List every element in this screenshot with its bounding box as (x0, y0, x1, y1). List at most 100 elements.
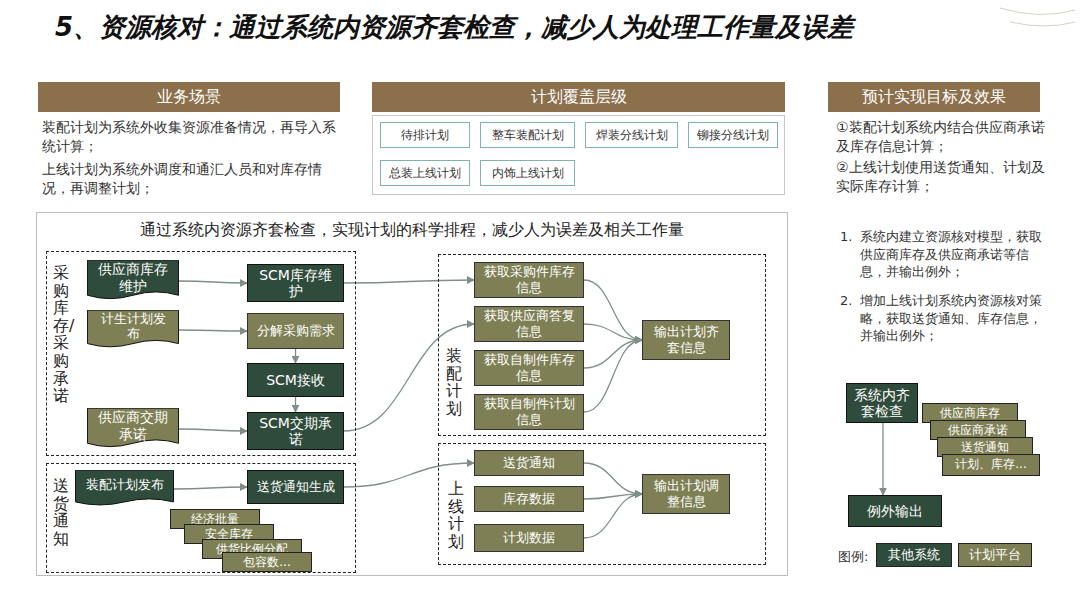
note-text: ①装配计划系统内结合供应商承诺及库存信息计算； (836, 118, 1046, 156)
legend-swatch: 计划平台 (958, 543, 1032, 567)
box-text: 供应商库存维护 (95, 261, 171, 293)
platform-box: 库存数据 (474, 486, 584, 512)
plan-level-box: 总装上线计划 (380, 160, 470, 186)
document-box: 装配计划发布 (75, 470, 174, 508)
document-box: 供应商库存维护 (87, 260, 179, 302)
box-text: 业务场景 (157, 87, 221, 106)
flow-arrow (344, 324, 474, 431)
box-text: 获取采购件库存信息 (483, 264, 575, 295)
box-text: 计生计划发布 (95, 312, 171, 341)
box-text: 装配计划发布 (86, 478, 164, 492)
platform-box: 获取自制件库存信息 (474, 350, 584, 386)
decor-line (1000, 8, 1075, 15)
box-text: 送货通知 (961, 439, 1009, 455)
dashed-region: 采购库存/采购承诺 供应商库存维护 SCM库存维护计生计划发布 分解采购需求 SCM接收… (46, 251, 356, 456)
plan-level-box: 整车装配计划 (480, 122, 575, 148)
note-text: 1. (840, 228, 858, 246)
box-text: 包容数... (243, 554, 290, 570)
legend-text: 计划平台 (969, 546, 1021, 564)
box-text: 获取供应商答复信息 (483, 308, 575, 339)
header-bar: 计划覆盖层级 (372, 82, 785, 112)
box-text: 通过系统内资源齐套检查，实现计划的科学排程，减少人为误差及相关工作量 (140, 220, 684, 239)
box-text: 计划数据 (503, 530, 555, 546)
platform-box: 获取自制件计划信息 (474, 394, 584, 430)
legend-text: 其他系统 (888, 546, 940, 564)
region-label: 上线计划 (448, 480, 464, 550)
flow-arrow (174, 487, 247, 489)
note-text: ②上线计划使用送货通知、计划及实际库存计算； (836, 158, 1046, 196)
system-box: 系统内齐套检查 (846, 383, 918, 423)
document-box: 计生计划发布 (87, 310, 179, 350)
box-text: 送货通知 (503, 455, 555, 471)
region-label: 送货通知 (53, 477, 69, 547)
box-text: 输出计划齐套信息 (651, 324, 721, 355)
system-box: 送货通知生成 (247, 470, 344, 504)
box-text: 例外输出 (867, 503, 923, 519)
box-text: 总装上线计划 (389, 166, 461, 180)
flow-arrow (882, 423, 883, 495)
box-text: 供应商交期承诺 (95, 409, 171, 441)
note-text: 2. (840, 292, 858, 310)
plan-level-box: 铆接分线计划 (688, 122, 778, 148)
flow-arrow (179, 429, 247, 431)
box-text: SCM接收 (266, 372, 325, 388)
platform-box: 获取供应商答复信息 (474, 306, 584, 342)
flow-arrow (584, 463, 642, 494)
note-text: 增加上线计划系统内资源核对策略，获取送货通知、库存信息，并输出例外； (860, 292, 1045, 345)
platform-box: 计划数据 (474, 524, 584, 552)
platform-box: 获取采购件库存信息 (474, 262, 584, 298)
box-text: 获取自制件库存信息 (483, 352, 575, 383)
flow-arrow (295, 397, 296, 412)
region-label: 装配计划 (446, 347, 462, 417)
system-box: 例外输出 (848, 495, 942, 527)
platform-box: 输出计划齐套信息 (642, 320, 730, 360)
box-text: 系统内齐套检查 (853, 387, 911, 419)
slide-title: 5、资源核对：通过系统内资源齐套检查，减少人为处理工作量及误差 (55, 10, 853, 45)
platform-box: 分解采购需求 (247, 313, 344, 349)
box-text: 内饰上线计划 (492, 166, 564, 180)
box-text: SCM库存维护 (254, 267, 337, 299)
box-text: 获取自制件计划信息 (483, 396, 575, 427)
system-box: SCM库存维护 (247, 264, 344, 302)
box-text: 待排计划 (401, 128, 449, 142)
system-box: SCM交期承诺 (247, 412, 344, 450)
note-text: 装配计划为系统外收集资源准备情况，再导入系统计算； (42, 118, 342, 156)
note-text: 图例: (838, 548, 878, 566)
header-bar: 预计实现目标及效果 (828, 82, 1040, 112)
stacked-box: 计划、库存... (942, 454, 1040, 476)
flow-arrow (584, 340, 642, 412)
system-box: SCM接收 (247, 363, 344, 397)
box-text: 分解采购需求 (257, 323, 335, 339)
flow-arrow (584, 340, 642, 368)
box-text: 供应商库存 (940, 405, 1000, 421)
platform-box: 输出计划调整信息 (642, 474, 730, 514)
region-label: 采购库存/采购承诺 (53, 264, 69, 405)
legend-swatch: 其他系统 (876, 543, 952, 567)
box-text: 计划覆盖层级 (531, 87, 627, 106)
header-bar: 业务场景 (38, 82, 340, 112)
dashed-region: 装配计划 获取采购件库存信息获取供应商答复信息获取自制件库存信息获取自制件计划信息… (438, 254, 766, 436)
box-text: SCM交期承诺 (254, 415, 337, 447)
flow-arrow (179, 281, 247, 283)
box-text: 铆接分线计划 (697, 128, 769, 142)
flow-arrow (295, 349, 296, 363)
flow-arrow (584, 280, 642, 340)
document-box: 供应商交期承诺 (87, 408, 179, 450)
box-text: 计划、库存... (955, 456, 1026, 472)
box-text: 预计实现目标及效果 (862, 87, 1006, 106)
plan-level-box: 焊装分线计划 (585, 122, 678, 148)
box-text: 供应商承诺 (948, 422, 1008, 438)
platform-box: 送货通知 (474, 450, 584, 476)
note-text: 上线计划为系统外调度和通汇人员和对库存情况，再调整计划； (42, 160, 342, 198)
plan-level-box: 待排计划 (380, 122, 470, 148)
dashed-region: 送货通知装配计划发布送货通知生成经济批量安全库存供货比例分配包容数... (46, 463, 356, 573)
flow-arrow (584, 324, 642, 340)
box-text: 输出计划调整信息 (651, 478, 721, 509)
dashed-region: 上线计划 送货通知库存数据计划数据 输出计划调整信息 (438, 443, 766, 565)
box-text: 整车装配计划 (492, 128, 564, 142)
box-text: 库存数据 (503, 491, 555, 507)
main-panel: 通过系统内资源齐套检查，实现计划的科学排程，减少人为误差及相关工作量采购库存/采… (36, 212, 788, 576)
stacked-box: 包容数... (222, 552, 312, 572)
decor-line (1010, 22, 1075, 26)
